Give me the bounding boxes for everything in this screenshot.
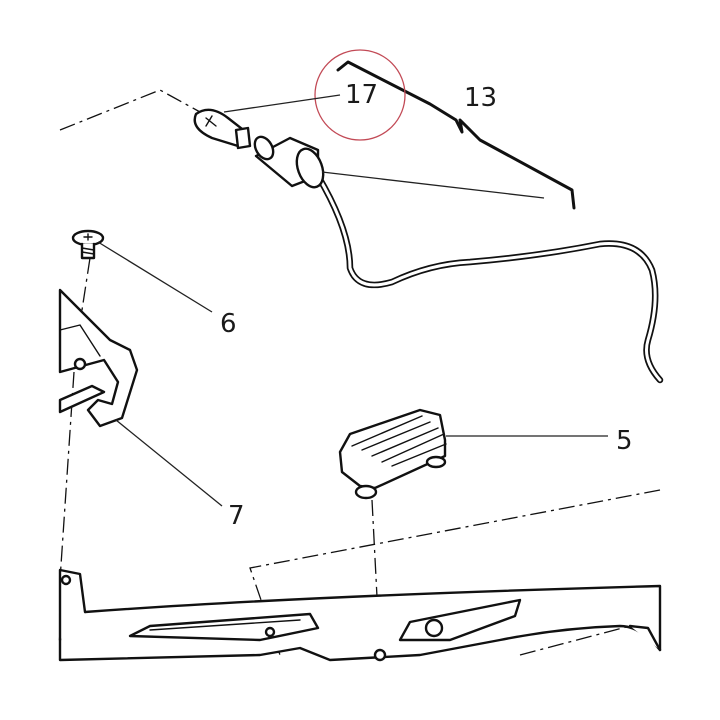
frame-body: [58, 584, 662, 662]
callout-labels: 17 13 6 5 7: [220, 80, 633, 531]
bracket-arm: [58, 384, 106, 414]
cable-core: [316, 174, 662, 382]
bulb-base: [234, 126, 252, 150]
block-foot-left: [354, 484, 378, 500]
bracket-edge: [59, 324, 101, 357]
frame-slot-inner: [149, 619, 301, 631]
frame-hole-left: [264, 626, 276, 638]
group-brace-13: [336, 60, 576, 210]
block-body: [338, 408, 447, 490]
bulb-filament: [205, 115, 217, 127]
frame-hole-center: [373, 648, 387, 662]
highlight-circle-17: [314, 49, 406, 141]
frame-post-left: [58, 568, 87, 642]
screw-slot: [83, 233, 93, 241]
callout-17: 17: [345, 80, 378, 110]
frame-hole-right: [424, 618, 444, 638]
socket-mouth: [253, 135, 275, 161]
center-line-bottom-right: [519, 625, 631, 656]
callout-6: 6: [220, 309, 237, 339]
callout-5: 5: [616, 426, 633, 456]
leader-17: [223, 94, 341, 113]
callout-7: 7: [228, 501, 245, 531]
leader-13: [321, 171, 545, 199]
center-lines: [59, 89, 661, 656]
bracket-part-7: [58, 288, 139, 428]
screw-thread: [81, 247, 95, 255]
frame-edge-right: [628, 624, 662, 652]
socket-ring: [295, 147, 325, 189]
screw-part-6: [71, 229, 105, 260]
bracket-body: [58, 288, 139, 428]
center-line-top: [59, 89, 201, 131]
base-frame: [58, 568, 662, 662]
cable-assembly-part-13: [253, 135, 664, 384]
leader-6: [97, 241, 213, 313]
frame-post-hole: [60, 574, 72, 586]
rubber-block-part-5: [338, 408, 447, 500]
leader-lines: [97, 94, 608, 507]
block-foot-right: [425, 455, 447, 469]
screw-shank: [80, 242, 96, 260]
block-ribs: [351, 415, 447, 467]
callout-13: 13: [464, 83, 497, 113]
bulb-part-17: [193, 108, 252, 150]
bracket-hole: [73, 357, 87, 371]
leader-7: [115, 419, 223, 507]
cable-line: [314, 172, 664, 384]
